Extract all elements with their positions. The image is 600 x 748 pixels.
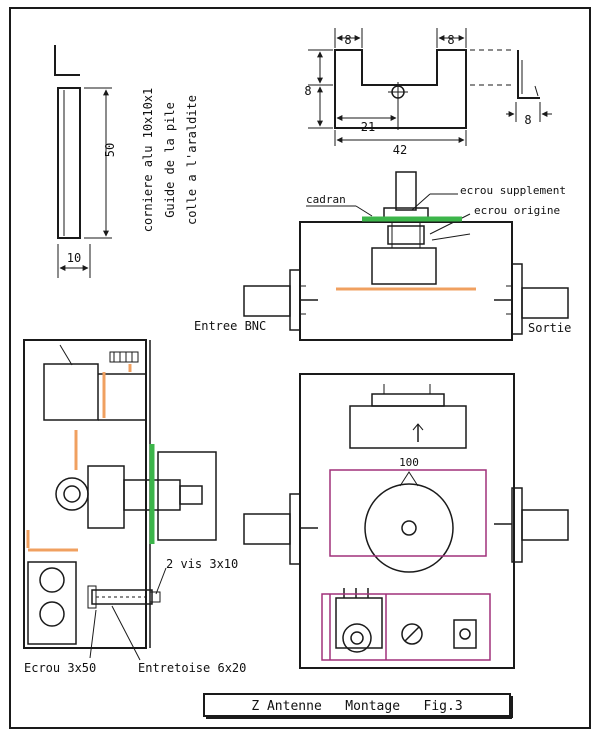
label-ecrou-origine: ecrou origine bbox=[474, 204, 560, 217]
coil-circle bbox=[342, 623, 372, 653]
dim-bracket-total: 42 bbox=[393, 143, 407, 157]
dim-bracket-height: 8 bbox=[304, 84, 311, 98]
corner-note-line1: corniere alu 10x10x1 bbox=[141, 88, 155, 233]
corner-note-line3: colle a l'araldite bbox=[185, 95, 199, 225]
label-entree-bnc: Entree BNC bbox=[194, 319, 266, 333]
knob-trapezoid bbox=[157, 451, 217, 541]
lower-block bbox=[27, 561, 77, 645]
corner-note-line2: Guide de la pile bbox=[163, 102, 177, 218]
nut-origine bbox=[387, 225, 425, 245]
dial-scale bbox=[349, 405, 467, 449]
magenta-outline-lower bbox=[321, 593, 491, 661]
bracket-drawing bbox=[308, 28, 552, 146]
label-ecrou-supplement: ecrou supplement bbox=[460, 184, 566, 197]
box-body bbox=[299, 221, 513, 341]
label-sortie: Sortie bbox=[528, 321, 571, 335]
dim-bracket-right: 8 bbox=[447, 33, 454, 47]
dim-corner-width: 10 bbox=[67, 251, 81, 265]
dial-value-label: 100 bbox=[399, 456, 419, 469]
label-vis: 2 vis 3x10 bbox=[166, 557, 238, 571]
bnc-input-connector bbox=[243, 285, 291, 317]
output-connector bbox=[521, 287, 569, 319]
dim-corner-height: 50 bbox=[103, 143, 117, 157]
dim-bracket-left: 8 bbox=[344, 33, 351, 47]
tuning-disc bbox=[364, 483, 454, 573]
label-cadran: cadran bbox=[306, 193, 346, 206]
side-view-drawing bbox=[243, 171, 569, 341]
page-frame bbox=[9, 7, 591, 729]
bracket-side-profile bbox=[517, 50, 540, 99]
capacitor-body bbox=[371, 247, 437, 285]
corner-piece-drawing bbox=[54, 45, 112, 278]
socket bbox=[453, 619, 477, 649]
spacer bbox=[91, 589, 153, 605]
label-ecrou: Ecrou 3x50 bbox=[24, 661, 96, 675]
shaft bbox=[395, 171, 417, 211]
trimmer-circle bbox=[401, 623, 423, 645]
dim-bracket-side: 8 bbox=[524, 113, 531, 127]
corner-bar bbox=[57, 87, 81, 239]
bracket-outline bbox=[334, 49, 467, 129]
left-view-drawing bbox=[23, 339, 217, 661]
front-view-drawing bbox=[243, 373, 569, 669]
dim-bracket-hole: 21 bbox=[361, 120, 375, 134]
corner-profile bbox=[54, 45, 80, 76]
magenta-outline-upper bbox=[329, 469, 487, 557]
figure-caption: Z Antenne Montage Fig.3 bbox=[251, 699, 462, 714]
chassis-outline bbox=[23, 339, 147, 649]
label-entretoise: Entretoise 6x20 bbox=[138, 661, 246, 675]
caption-box bbox=[203, 693, 511, 717]
capacitor-circle bbox=[55, 477, 89, 511]
